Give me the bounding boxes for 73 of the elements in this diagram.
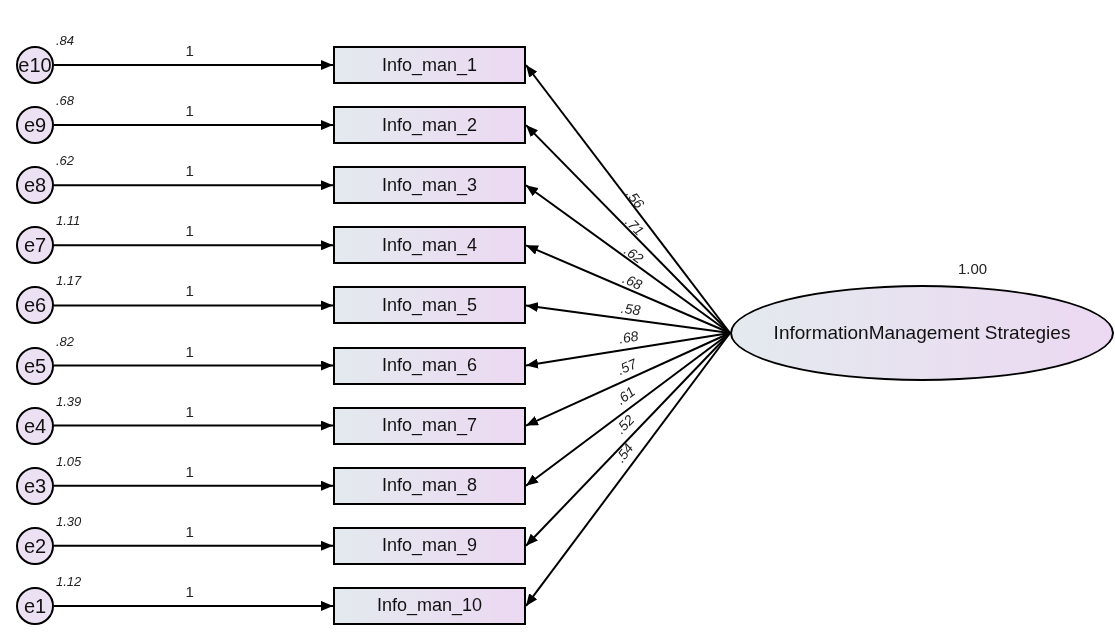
node-label: e2 <box>23 533 47 559</box>
edge-label: .68 <box>618 328 640 346</box>
node-label: Info_man_9 <box>381 534 478 558</box>
edge-label: 1 <box>185 403 194 419</box>
arrow <box>53 300 334 311</box>
variance-label: .84 <box>56 34 75 47</box>
arrow <box>53 480 334 491</box>
arrow <box>53 600 334 611</box>
edge-label: 1 <box>185 223 194 239</box>
variance-label: 1.30 <box>56 514 82 528</box>
variable-box <box>333 346 526 385</box>
node-label: e5 <box>23 353 47 379</box>
variable-box <box>333 466 526 505</box>
variance-label: 1.05 <box>56 454 82 468</box>
edge-label: .58 <box>620 300 642 318</box>
edge-label: .62 <box>621 242 646 266</box>
edge-label: 1 <box>185 103 194 119</box>
edge-label: .54 <box>612 441 636 466</box>
edge-label: 1 <box>185 523 194 539</box>
edge-label: 1 <box>185 343 194 359</box>
node-label: Info_man_10 <box>376 594 483 618</box>
variance-label: 1.11 <box>56 214 81 228</box>
node-label: InformationManagement Strategies <box>773 321 1071 345</box>
node-label: Info_man_6 <box>381 354 478 378</box>
arrow <box>53 420 334 431</box>
variable-box <box>333 286 526 325</box>
variable-box <box>333 406 526 445</box>
edge-label: 1 <box>185 163 194 179</box>
edge-label: .61 <box>613 383 638 407</box>
variable-box <box>333 46 526 84</box>
edge-label: .52 <box>613 412 637 437</box>
variance-label: 1.00 <box>958 261 988 276</box>
edge-label: 1 <box>185 583 194 599</box>
variable-box <box>333 166 526 205</box>
variable-box <box>333 586 526 625</box>
arrow <box>53 180 334 191</box>
variable-box <box>333 226 526 265</box>
edge-label: .71 <box>623 214 647 239</box>
edge-label: .56 <box>623 186 647 211</box>
arrow <box>53 540 334 551</box>
variance-label: 1.39 <box>56 394 82 408</box>
arrow <box>525 332 731 607</box>
node-label: e9 <box>23 113 47 139</box>
variance-label: .62 <box>56 154 75 168</box>
node-label: Info_man_7 <box>381 414 478 438</box>
node-label: e1 <box>23 593 47 619</box>
edge-label: .68 <box>620 271 645 292</box>
variable-box <box>333 106 526 145</box>
variance-label: 1.17 <box>56 274 82 288</box>
node-label: e8 <box>23 173 47 199</box>
arrow <box>53 120 334 131</box>
arrow <box>53 360 334 371</box>
node-label: Info_man_2 <box>381 113 478 138</box>
node-label: Info_man_1 <box>381 53 478 78</box>
edge-label: .57 <box>615 355 639 377</box>
arrow <box>53 240 334 251</box>
node-label: e10 <box>18 53 52 78</box>
node-label: e6 <box>23 293 47 319</box>
variable-box <box>333 526 526 565</box>
node-label: e7 <box>23 233 47 259</box>
edge-label: 1 <box>185 43 194 58</box>
node-label: Info_man_8 <box>381 474 478 498</box>
variance-label: 1.12 <box>56 574 82 588</box>
variance-label: .68 <box>56 94 75 108</box>
edge-label: 1 <box>185 463 194 479</box>
node-label: Info_man_4 <box>381 233 478 258</box>
node-label: Info_man_5 <box>381 293 478 318</box>
node-label: e4 <box>23 413 47 439</box>
arrow <box>53 60 334 70</box>
variance-label: .82 <box>56 334 75 348</box>
node-label: e3 <box>23 473 47 499</box>
edge-label: 1 <box>185 283 194 299</box>
node-label: Info_man_3 <box>381 173 478 198</box>
